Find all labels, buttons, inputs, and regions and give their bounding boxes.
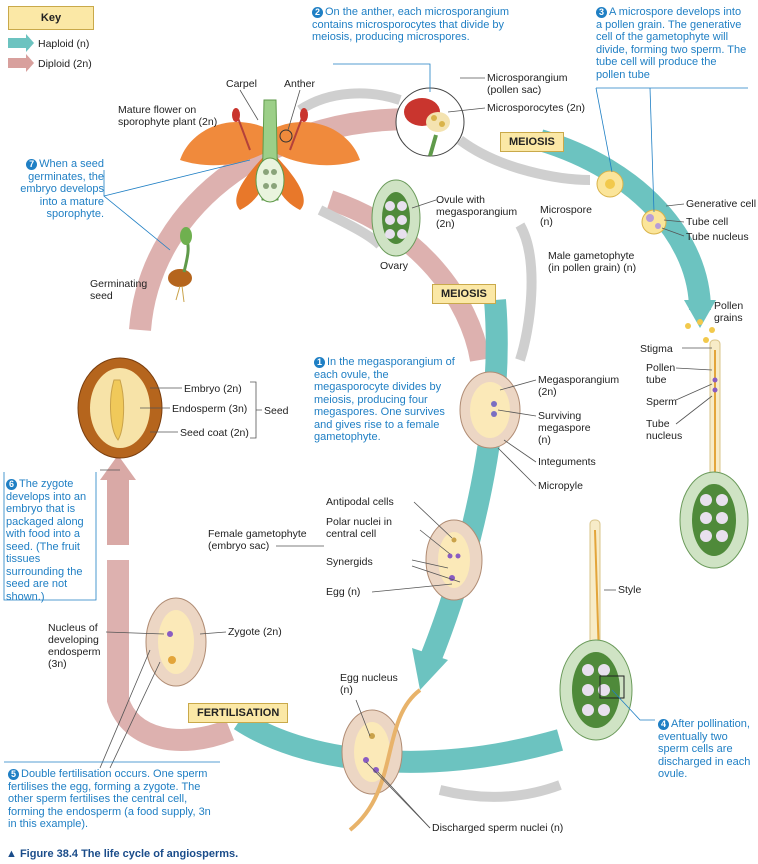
haploid-female-arrowhead xyxy=(412,648,448,690)
diploid-inner-arrow xyxy=(326,190,490,362)
step-leader-lines xyxy=(3,63,748,763)
key-haploid: Haploid (n) xyxy=(38,38,90,50)
pollen-grain xyxy=(641,209,667,235)
grey-arrow-microspore xyxy=(457,135,591,185)
label-style: Style xyxy=(618,584,642,596)
label-nucleus-endosperm: Nucleus of developing endosperm (3n) xyxy=(48,622,101,670)
label-discharged-sperm: Discharged sperm nuclei (n) xyxy=(432,822,564,834)
zygote-ovule xyxy=(145,597,207,687)
style-ovary xyxy=(559,519,633,741)
stage-meiosis-male: MEIOSIS xyxy=(500,132,564,152)
haploid-swatch-arrow xyxy=(8,34,34,52)
label-ovary: Ovary xyxy=(380,260,409,272)
label-microsporangium: Microsporangium (pollen sac) xyxy=(487,72,568,96)
fertilised-ovule xyxy=(341,688,422,832)
key-diploid: Diploid (2n) xyxy=(38,58,92,70)
diploid-swatch-arrow xyxy=(8,54,34,72)
diploid-arrowhead xyxy=(100,455,136,480)
label-male-gametophyte: Male gametophyte (in pollen grain) (n) xyxy=(548,250,637,274)
label-microsporocytes: Microsporocytes (2n) xyxy=(487,102,586,114)
label-polar-nuclei: Polar nuclei in central cell xyxy=(326,516,392,540)
anther-zoom xyxy=(395,87,465,157)
label-seed: Seed xyxy=(264,405,289,417)
label-synergids: Synergids xyxy=(326,556,373,568)
grey-arrow-mega xyxy=(515,222,537,362)
seed xyxy=(77,357,163,459)
grey-arrow-discharge xyxy=(438,780,562,802)
tube-nucleus-dot xyxy=(655,223,661,229)
pollinated-carpel xyxy=(679,319,749,569)
label-generative-cell: Generative cell xyxy=(686,198,757,210)
stage-meiosis-female: MEIOSIS xyxy=(432,284,496,304)
label-antipodal: Antipodal cells xyxy=(326,496,394,508)
label-surviving-megaspore: Surviving megaspore (n) xyxy=(538,410,591,446)
haploid-female-arrow xyxy=(419,299,508,665)
label-tube-nucleus: Tube nucleus xyxy=(686,231,749,243)
grey-arrow-ovule xyxy=(317,205,384,249)
diploid-cycle-arrow xyxy=(129,108,431,331)
label-pollen-grains: Pollen grains xyxy=(714,300,744,324)
megasporangium-ovule xyxy=(459,371,521,449)
label-tube-nucleus-2: Tube nucleus xyxy=(646,418,683,442)
label-ovule: Ovule with megasporangium (2n) xyxy=(436,194,518,230)
label-embryo: Embryo (2n) xyxy=(184,383,242,395)
label-endosperm: Endosperm (3n) xyxy=(172,403,248,415)
label-sperm: Sperm xyxy=(646,396,677,408)
germinating-seed xyxy=(168,227,192,303)
grey-arrow-anther xyxy=(297,88,402,115)
label-egg-nucleus: Egg nucleus (n) xyxy=(340,672,398,696)
label-stigma: Stigma xyxy=(640,343,673,355)
label-germinating-seed: Germinating seed xyxy=(90,278,148,302)
generative-cell xyxy=(646,214,654,222)
haploid-male-arrowhead xyxy=(684,300,716,328)
diploid-cycle-arrow-left xyxy=(107,560,235,751)
label-megasporangium: Megasporangium (2n) xyxy=(538,374,620,398)
label-egg: Egg (n) xyxy=(326,586,361,598)
label-integuments: Integuments xyxy=(538,456,596,468)
label-seed-coat: Seed coat (2n) xyxy=(180,427,249,439)
label-carpel: Carpel xyxy=(226,78,257,90)
leader-lines xyxy=(99,347,713,829)
label-pollen-tube: Pollen tube xyxy=(646,362,676,386)
female-gametophyte-ovule xyxy=(425,519,483,601)
mature-flower xyxy=(180,99,360,210)
label-zygote: Zygote (2n) xyxy=(228,626,282,638)
label-microspore: Microspore (n) xyxy=(540,204,592,228)
microspore-nucleus xyxy=(605,179,615,189)
figure-caption: ▲ Figure 38.4 The life cycle of angiospe… xyxy=(6,848,239,860)
stage-fertilisation: FERTILISATION xyxy=(188,703,289,723)
label-female-gametophyte: Female gametophyte (embryo sac) xyxy=(208,528,307,552)
seed-bracket xyxy=(250,381,262,439)
ovary-ovule xyxy=(371,179,421,257)
label-tube-cell: Tube cell xyxy=(686,216,729,228)
key-title: Key xyxy=(8,6,94,30)
label-micropyle: Micropyle xyxy=(538,480,583,492)
label-mature-flower: Mature flower on sporophyte plant (2n) xyxy=(118,104,218,128)
label-anther: Anther xyxy=(284,78,315,90)
